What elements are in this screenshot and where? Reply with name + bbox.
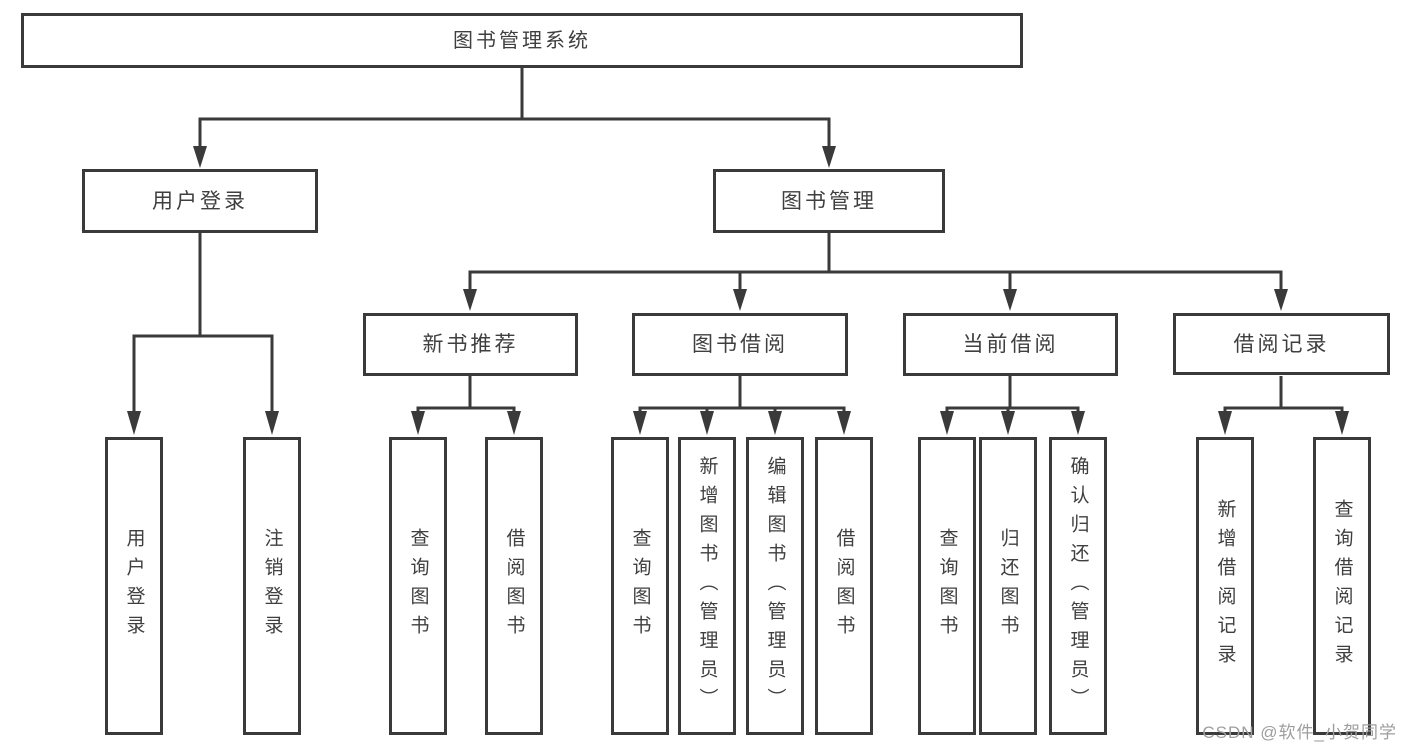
leaf-add-borrow-record: 新增借阅记录: [1196, 437, 1254, 735]
leaf-query-books-current: 查询图书: [918, 437, 976, 735]
node-book-management: 图书管理: [713, 169, 945, 233]
csdn-watermark: CSDN @软件_小贺同学: [1202, 723, 1397, 742]
node-borrow-records: 借阅记录: [1173, 313, 1390, 375]
leaf-query-borrow-record: 查询借阅记录: [1313, 437, 1371, 735]
leaf-query-books-borrow: 查询图书: [611, 437, 669, 735]
leaf-user-login: 用户登录: [105, 437, 163, 735]
leaf-edit-books-admin: 编辑图书（管理员）: [746, 437, 804, 735]
leaf-borrow-books: 借阅图书: [815, 437, 873, 735]
leaf-confirm-return-admin: 确认归还（管理员）: [1049, 437, 1107, 735]
leaf-logout: 注销登录: [243, 437, 301, 735]
node-user-login: 用户登录: [82, 169, 318, 233]
node-current-borrow: 当前借阅: [903, 313, 1118, 376]
leaf-query-books-recommend: 查询图书: [389, 437, 447, 735]
leaf-return-books: 归还图书: [979, 437, 1037, 735]
arrowheads: [127, 146, 1349, 435]
node-new-book-recommend: 新书推荐: [363, 313, 578, 376]
leaf-borrow-books-recommend: 借阅图书: [485, 437, 543, 735]
node-book-borrow: 图书借阅: [632, 313, 848, 376]
leaf-add-books-admin: 新增图书（管理员）: [678, 437, 736, 735]
node-root-system: 图书管理系统: [21, 13, 1023, 68]
